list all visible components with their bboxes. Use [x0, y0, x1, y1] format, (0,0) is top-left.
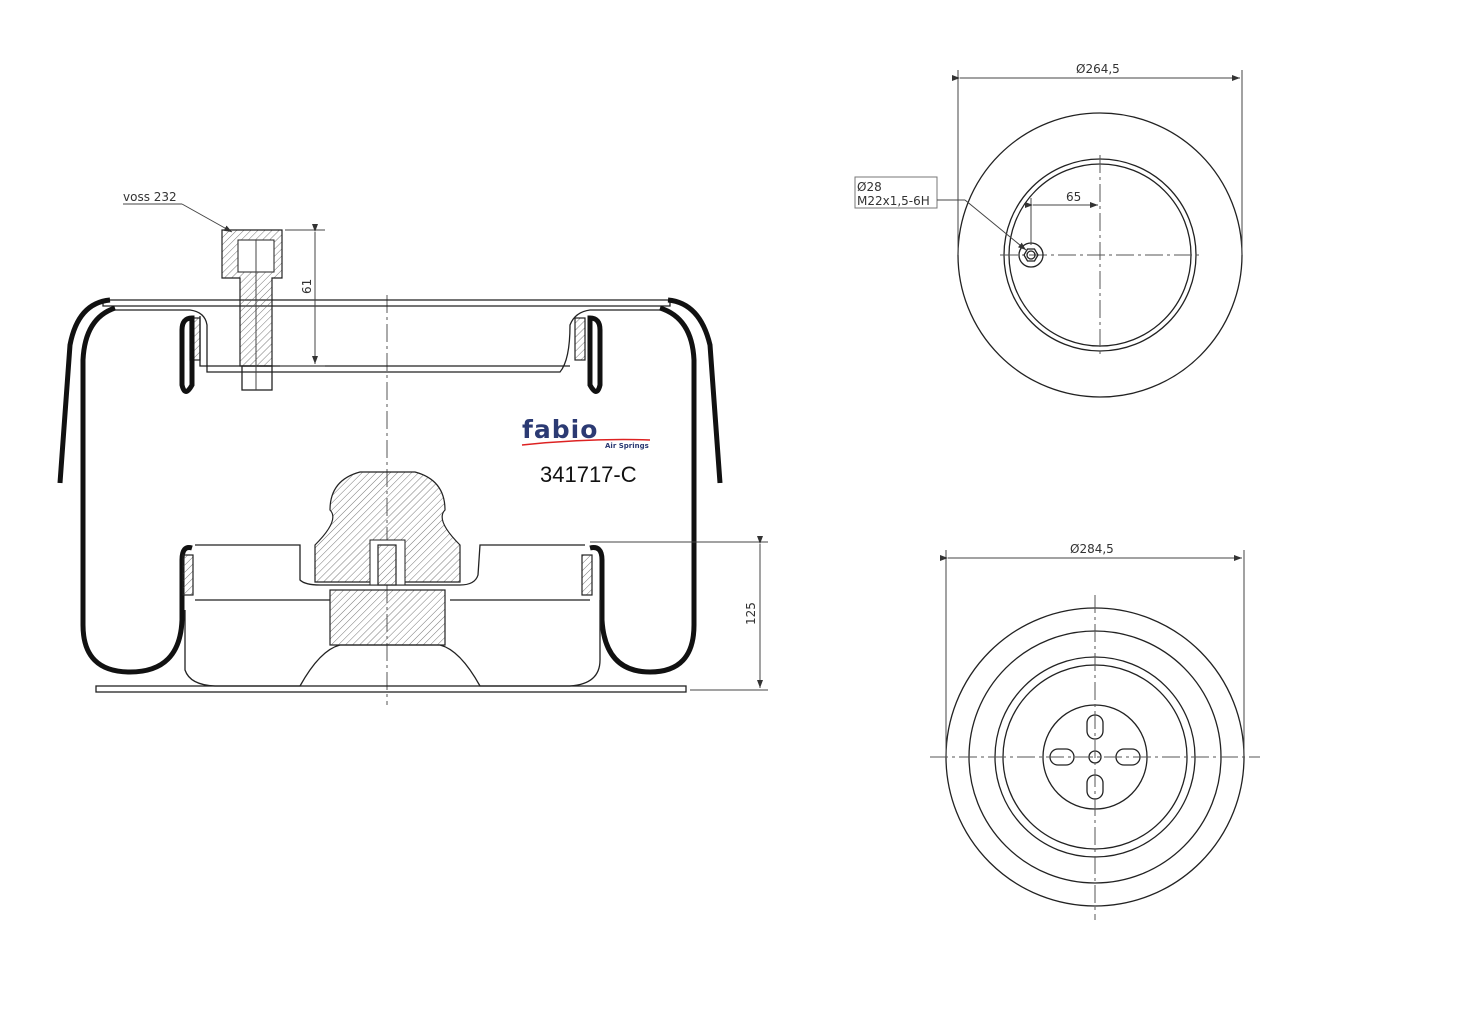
dim-base-height: 125 [744, 602, 758, 625]
piston-hub [329, 589, 446, 646]
dim-bottom-diameter: Ø284,5 [1070, 542, 1114, 556]
bellow-right-lobe [589, 305, 697, 675]
logo-swoosh [521, 438, 651, 446]
dim-connector-height: 61 [300, 279, 314, 294]
side-view: voss 232 61 125 fabio Air Springs 341717… [57, 190, 768, 705]
top-view: Ø264,5 65 Ø28 M22x1,5-6H [854, 62, 1243, 398]
bellow-right-upper [667, 297, 723, 484]
connector-label: voss 232 [123, 190, 177, 204]
bottom-view: Ø284,5 [930, 542, 1260, 920]
base-plate [95, 685, 687, 693]
top-right-bead [574, 317, 586, 361]
port-thread: M22x1,5-6H [857, 194, 930, 208]
logo-brand: fabio [522, 415, 598, 444]
air-connector [221, 229, 283, 391]
dim-top-diameter: Ø264,5 [1076, 62, 1120, 76]
part-number: 341717-C [540, 462, 637, 487]
bellow-left-lobe [80, 305, 193, 675]
port-diameter: Ø28 [857, 180, 882, 194]
dim-port-offset: 65 [1066, 190, 1081, 204]
top-cap [115, 309, 660, 373]
logo-tagline: Air Springs [605, 442, 649, 450]
fabio-logo: fabio Air Springs [521, 415, 651, 450]
bellow-left-upper [57, 297, 111, 484]
top-plate [102, 299, 671, 307]
bump-stop [314, 471, 461, 583]
